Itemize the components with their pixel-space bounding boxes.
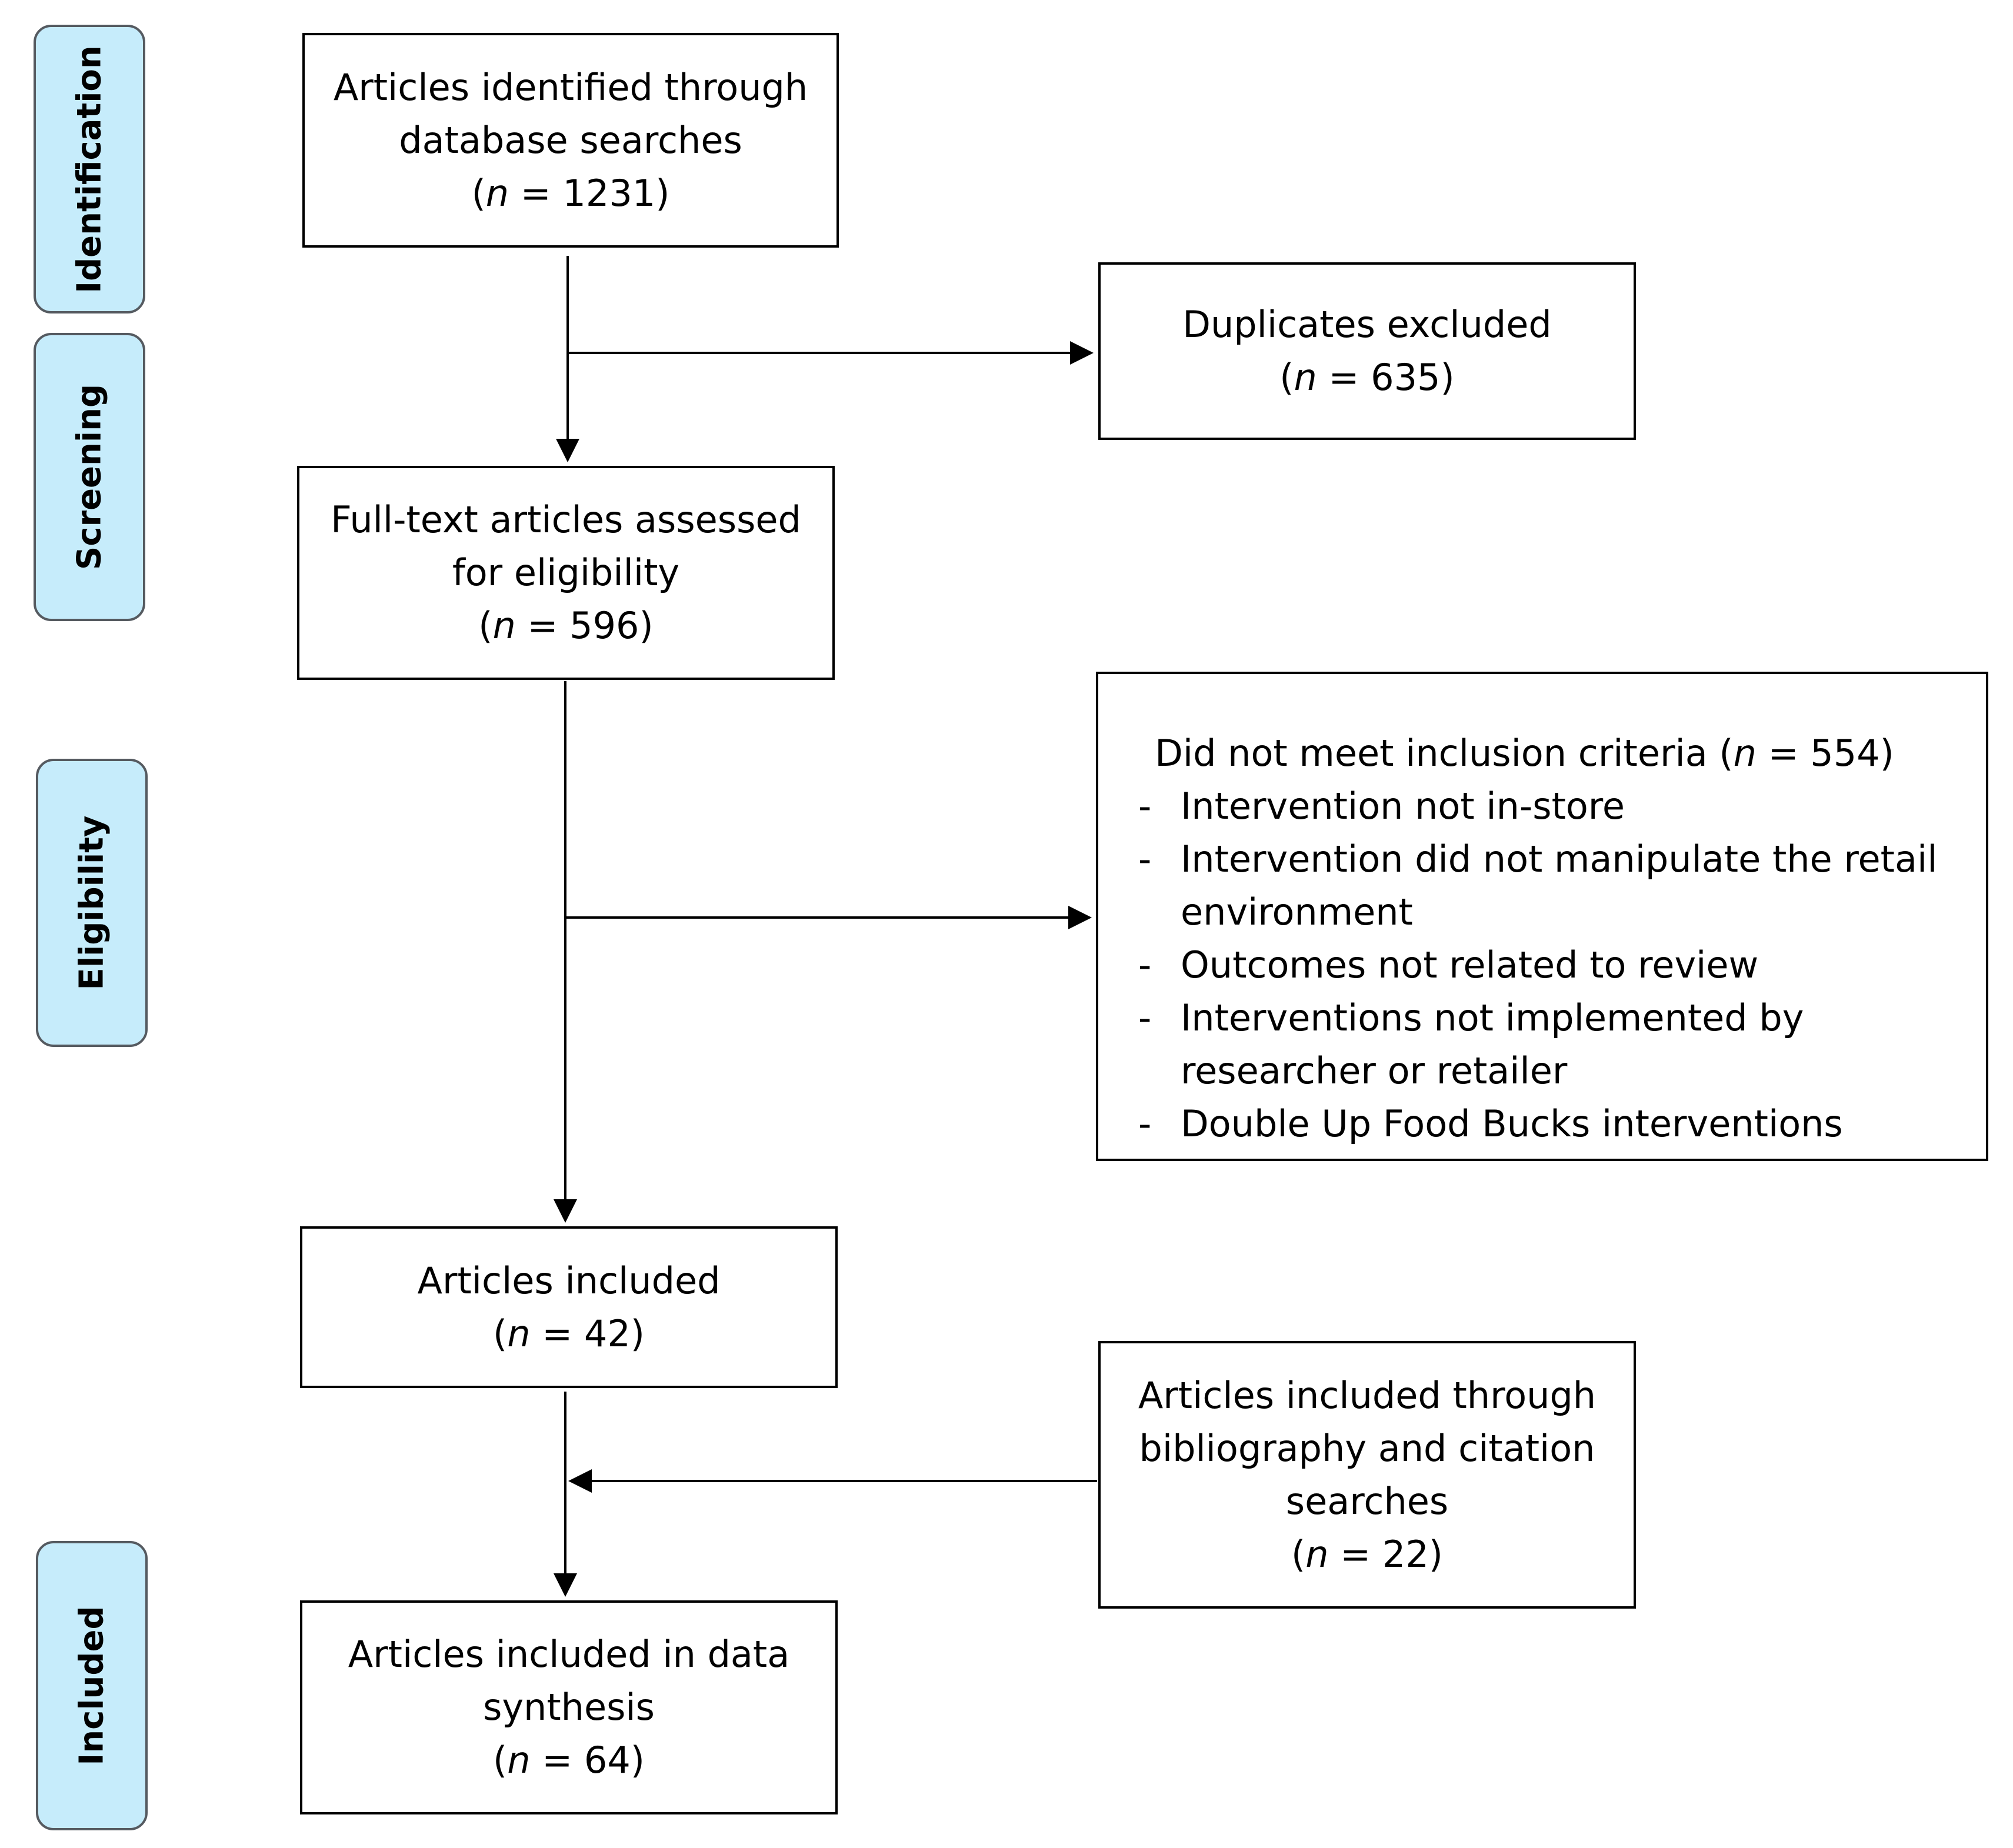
box-duplicates-excluded: Duplicates excluded (n = 635) xyxy=(1098,262,1636,440)
box-duplicates-excluded-count: (n = 635) xyxy=(1279,356,1455,399)
box-records-identified-count: (n = 1231) xyxy=(471,171,670,215)
box-data-synthesis-line1: Articles included in data xyxy=(348,1633,790,1676)
phase-eligibility-label: Eligibility xyxy=(72,815,111,990)
box-data-synthesis-count: (n = 64) xyxy=(493,1739,645,1782)
box-fulltext-assessed: Full-text articles assessed for eligibil… xyxy=(297,466,835,680)
box-duplicates-excluded-line1: Duplicates excluded xyxy=(1182,303,1552,346)
excluded-reasons-list: Intervention not in-store Intervention d… xyxy=(1098,780,1986,1150)
phase-screening: Screening xyxy=(34,333,145,621)
excluded-reason: Outcomes not related to review xyxy=(1138,939,1951,992)
excluded-reason: Intervention not in-store xyxy=(1138,780,1951,833)
excluded-reason: Intervention did not manipulate the reta… xyxy=(1138,833,1951,939)
box-fulltext-assessed-line2: for eligibility xyxy=(452,551,680,594)
box-records-identified: Articles identified through database sea… xyxy=(302,33,839,248)
box-records-identified-line1: Articles identified through xyxy=(333,65,808,109)
excluded-criteria-title: Did not meet inclusion criteria (n = 554… xyxy=(1155,732,1894,775)
box-articles-included-count: (n = 42) xyxy=(493,1312,645,1355)
box-records-identified-line2: database searches xyxy=(399,118,742,162)
box-additional-articles-line1: Articles included through xyxy=(1138,1373,1597,1417)
box-excluded-criteria: Did not meet inclusion criteria (n = 554… xyxy=(1096,672,1988,1161)
phase-identification: Identification xyxy=(34,25,145,313)
box-fulltext-assessed-count: (n = 596) xyxy=(478,604,654,647)
excluded-reason: Interventions not implemented by researc… xyxy=(1138,992,1951,1098)
box-additional-articles-line3: searches xyxy=(1285,1479,1449,1523)
phase-included-label: Included xyxy=(72,1606,111,1766)
phase-included: Included xyxy=(36,1541,148,1830)
box-articles-included: Articles included (n = 42) xyxy=(300,1226,838,1388)
box-articles-included-line1: Articles included xyxy=(417,1259,721,1302)
box-data-synthesis: Articles included in data synthesis (n =… xyxy=(300,1600,838,1814)
phase-identification-label: Identification xyxy=(70,45,109,293)
box-additional-articles-line2: bibliography and citation xyxy=(1139,1426,1595,1470)
excluded-reason: Double Up Food Bucks interventions xyxy=(1138,1098,1951,1150)
box-additional-articles: Articles included through bibliography a… xyxy=(1098,1341,1636,1609)
box-data-synthesis-line2: synthesis xyxy=(483,1686,655,1729)
box-fulltext-assessed-line1: Full-text articles assessed xyxy=(331,498,801,541)
phase-screening-label: Screening xyxy=(70,383,109,571)
box-additional-articles-count: (n = 22) xyxy=(1291,1532,1443,1576)
phase-eligibility: Eligibility xyxy=(36,759,148,1047)
